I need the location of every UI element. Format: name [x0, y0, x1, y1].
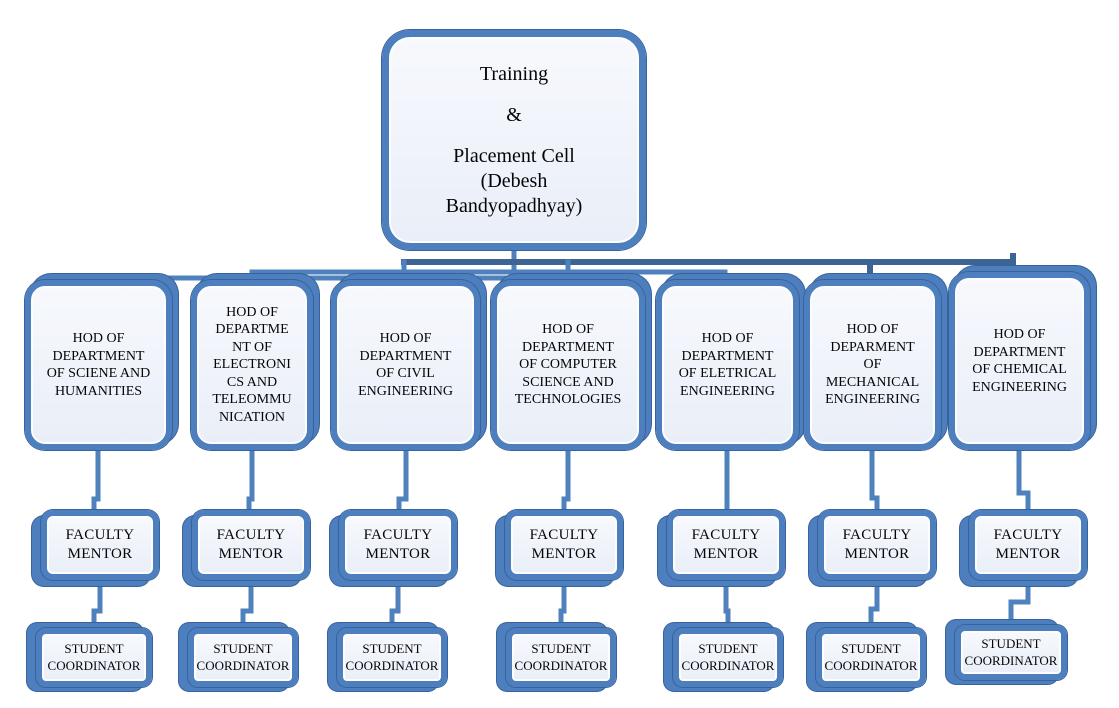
hod-label: HOD OF DEPARTME NT OF ELECTRONI CS AND T…	[212, 304, 292, 425]
student-coordinator-label: STUDENT COORDINATOR	[345, 640, 439, 673]
student-coordinator-box-3: STUDENT COORDINATOR	[328, 623, 447, 691]
hod-box-computer-science: HOD OF DEPARTMENT OF COMPUTER SCIENCE AN…	[491, 274, 651, 450]
faculty-box-face: FACULTY MENTOR	[969, 510, 1087, 580]
faculty-box-face: FACULTY MENTOR	[41, 510, 159, 580]
root-box-face: Training & Placement Cell (Debesh Bandyo…	[382, 30, 646, 250]
faculty-mentor-box-5: FACULTY MENTOR	[658, 510, 785, 586]
hod-box-face: HOD OF DEPARTME NT OF ELECTRONI CS AND T…	[191, 280, 313, 450]
student-coordinator-label: STUDENT COORDINATOR	[681, 640, 775, 673]
connector-faculty-student-7	[1008, 575, 1031, 631]
faculty-mentor-label: FACULTY MENTOR	[65, 526, 135, 563]
faculty-mentor-box-7: FACULTY MENTOR	[960, 510, 1087, 586]
student-coordinator-box-4: STUDENT COORDINATOR	[497, 623, 616, 691]
student-coordinator-label: STUDENT COORDINATOR	[824, 640, 918, 673]
student-coordinator-label: STUDENT COORDINATOR	[964, 635, 1058, 668]
faculty-mentor-label: FACULTY MENTOR	[993, 526, 1063, 563]
hod-box-mechanical: HOD OF DEPARMENT OF MECHANICAL ENGINEERI…	[804, 274, 947, 450]
student-coordinator-box-5: STUDENT COORDINATOR	[664, 623, 783, 691]
student-coordinator-label: STUDENT COORDINATOR	[47, 640, 141, 673]
faculty-mentor-box-2: FACULTY MENTOR	[183, 510, 310, 586]
faculty-mentor-box-3: FACULTY MENTOR	[330, 510, 457, 586]
student-coordinator-box-7: STUDENT COORDINATOR	[946, 620, 1067, 684]
root-title-amp: &	[506, 103, 522, 126]
student-coordinator-label: STUDENT COORDINATOR	[514, 640, 608, 673]
connector-faculty-student-2	[240, 575, 254, 631]
student-box-face: STUDENT COORDINATOR	[816, 628, 926, 687]
faculty-box-face: FACULTY MENTOR	[192, 510, 310, 580]
hod-box-electrical: HOD OF DEPARTMENT OF ELETRICAL ENGINEERI…	[656, 274, 805, 450]
faculty-mentor-label: FACULTY MENTOR	[363, 526, 433, 563]
hod-label: HOD OF DEPARTMENT OF ELETRICAL ENGINEERI…	[678, 331, 777, 399]
hod-label: HOD OF DEPARTMENT OF SCIENE AND HUMANITI…	[46, 331, 151, 399]
student-box-face: STUDENT COORDINATOR	[506, 628, 616, 687]
faculty-box-face: FACULTY MENTOR	[339, 510, 457, 580]
faculty-mentor-label: FACULTY MENTOR	[529, 526, 599, 563]
connector-hod-faculty-3	[396, 447, 409, 513]
root-title-line3: Placement Cell (Debesh Bandyopadhyay)	[445, 144, 583, 217]
faculty-box-face: FACULTY MENTOR	[818, 510, 936, 580]
connector-faculty-student-5	[723, 575, 731, 631]
student-box-face: STUDENT COORDINATOR	[188, 628, 298, 687]
faculty-mentor-label: FACULTY MENTOR	[691, 526, 761, 563]
faculty-mentor-label: FACULTY MENTOR	[216, 526, 286, 563]
student-coordinator-label: STUDENT COORDINATOR	[196, 640, 290, 673]
hod-box-face: HOD OF DEPARTMENT OF CHEMICAL ENGINEERIN…	[949, 272, 1090, 450]
hod-box-face: HOD OF DEPARTMENT OF SCIENE AND HUMANITI…	[25, 280, 172, 450]
hod-label: HOD OF DEPARMENT OF MECHANICAL ENGINEERI…	[825, 322, 920, 408]
student-box-face: STUDENT COORDINATOR	[955, 625, 1067, 680]
faculty-mentor-box-6: FACULTY MENTOR	[809, 510, 936, 586]
connector-bus-dark	[401, 253, 1016, 265]
connector-hod-faculty-2	[246, 447, 255, 513]
student-box-face: STUDENT COORDINATOR	[36, 628, 152, 687]
student-coordinator-box-1: STUDENT COORDINATOR	[27, 623, 152, 691]
hod-box-face: HOD OF DEPARTMENT OF ELETRICAL ENGINEERI…	[656, 280, 799, 450]
student-coordinator-box-2: STUDENT COORDINATOR	[179, 623, 298, 691]
connector-hod-faculty-1	[91, 447, 101, 513]
hod-label: HOD OF DEPARTMENT OF COMPUTER SCIENCE AN…	[514, 322, 622, 408]
connector-faculty-student-1	[91, 575, 103, 631]
root-box: Training & Placement Cell (Debesh Bandyo…	[382, 30, 646, 250]
hod-box-science-humanities: HOD OF DEPARTMENT OF SCIENE AND HUMANITI…	[25, 274, 178, 450]
faculty-mentor-box-4: FACULTY MENTOR	[496, 510, 623, 586]
hod-box-electronics-telecom: HOD OF DEPARTME NT OF ELECTRONI CS AND T…	[191, 274, 319, 450]
connector-hod-faculty-6	[869, 447, 880, 513]
hod-label: HOD OF DEPARTMENT OF CHEMICAL ENGINEERIN…	[972, 327, 1067, 395]
hod-box-civil: HOD OF DEPARTMENT OF CIVIL ENGINEERING	[331, 274, 486, 450]
connector-faculty-student-4	[558, 575, 567, 631]
hod-box-face: HOD OF DEPARMENT OF MECHANICAL ENGINEERI…	[804, 280, 941, 450]
faculty-box-face: FACULTY MENTOR	[667, 510, 785, 580]
student-box-face: STUDENT COORDINATOR	[673, 628, 783, 687]
faculty-mentor-label: FACULTY MENTOR	[842, 526, 912, 563]
hod-box-face: HOD OF DEPARTMENT OF CIVIL ENGINEERING	[331, 280, 480, 450]
faculty-mentor-box-1: FACULTY MENTOR	[32, 510, 159, 586]
connector-hod-faculty-4	[561, 447, 571, 513]
faculty-box-face: FACULTY MENTOR	[505, 510, 623, 580]
connector-faculty-student-6	[868, 575, 880, 631]
hod-box-face: HOD OF DEPARTMENT OF COMPUTER SCIENCE AN…	[491, 280, 645, 450]
student-coordinator-box-6: STUDENT COORDINATOR	[807, 623, 926, 691]
connector-faculty-student-3	[389, 575, 401, 631]
connector-hod-faculty-7	[1016, 443, 1031, 513]
hod-label: HOD OF DEPARTMENT OF CIVIL ENGINEERING	[358, 331, 453, 399]
hod-box-chemical: HOD OF DEPARTMENT OF CHEMICAL ENGINEERIN…	[949, 266, 1096, 450]
student-box-face: STUDENT COORDINATOR	[337, 628, 447, 687]
root-title-line1: Training	[479, 62, 549, 85]
